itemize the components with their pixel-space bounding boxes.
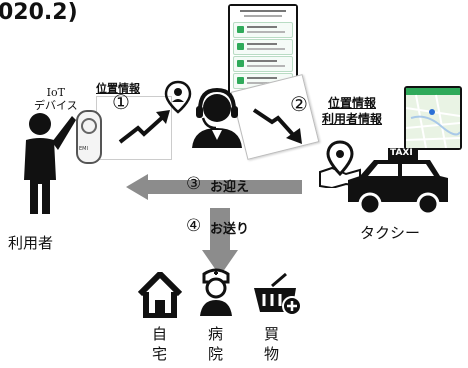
step2-number: ② xyxy=(290,92,308,116)
taxi-sign-label: TAXI xyxy=(390,148,413,158)
step1-number: ① xyxy=(112,90,130,114)
location-info-label-left: 位置情報 xyxy=(96,82,140,95)
user-label: 利用者 xyxy=(8,234,54,252)
header-year-fragment: 020.2) xyxy=(0,0,78,25)
location-pin-icon xyxy=(164,80,192,114)
device-button-label: EMI xyxy=(79,146,88,152)
home-icon xyxy=(138,272,182,318)
iot-device-label: IoT デバイス xyxy=(34,86,78,112)
step3-number: ③ xyxy=(186,174,202,194)
pickup-arrow xyxy=(126,174,302,200)
zigzag-arrow-down xyxy=(252,108,302,144)
device-box xyxy=(96,96,172,160)
phone-app-screenshot xyxy=(228,4,298,96)
nurse-icon xyxy=(200,268,232,316)
shopping-basket-icon xyxy=(254,272,302,316)
user-person-icon xyxy=(24,113,76,214)
destination-shopping-label: 買 物 xyxy=(264,325,280,363)
taxi-icon xyxy=(348,148,448,216)
dropoff-label: お送り xyxy=(210,222,250,237)
pickup-label: お迎え xyxy=(210,180,250,195)
destination-home-label: 自 宅 xyxy=(152,325,168,363)
destination-hospital-label: 病 院 xyxy=(208,325,224,363)
taxi-label: タクシー xyxy=(360,224,421,242)
dropoff-arrow xyxy=(202,208,238,276)
location-info-label-right: 位置情報 xyxy=(328,96,377,110)
step4-number: ④ xyxy=(186,216,202,236)
user-info-label: 利用者情報 xyxy=(322,112,383,126)
operator-headset-icon xyxy=(192,87,242,148)
zigzag-arrow-up xyxy=(118,110,170,144)
iot-device-icon: EMI xyxy=(76,110,102,164)
phone-map-screenshot xyxy=(404,86,462,150)
